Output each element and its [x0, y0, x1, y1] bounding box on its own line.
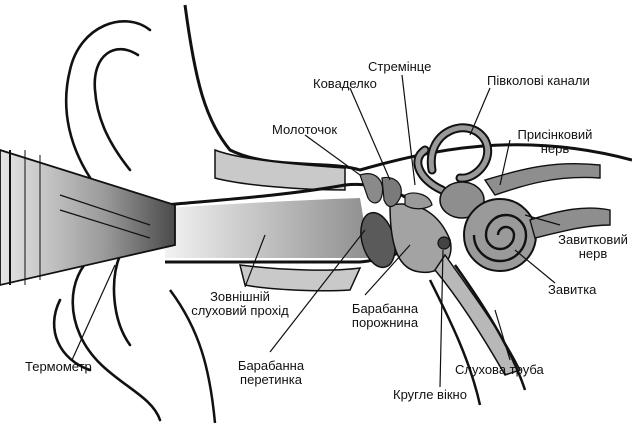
vestibular-nerve-shape — [485, 164, 600, 195]
temporal-bone-lower — [240, 265, 360, 291]
label-vestibular-nerve-line2: нерв — [507, 142, 603, 156]
incus — [382, 177, 401, 206]
label-tympanic-membrane-line1: Барабанна — [228, 359, 314, 373]
thermometer — [0, 150, 175, 285]
label-malleus: Молоточок — [272, 123, 337, 137]
label-tympanic-membrane: Барабанна перетинка — [228, 359, 314, 387]
label-external-canal-line2: слуховий прохід — [182, 304, 298, 318]
round-window-shape — [438, 237, 450, 249]
ear-canal-fill — [165, 198, 370, 258]
label-cochlear-nerve-line2: нерв — [555, 247, 631, 261]
label-eustachian-tube: Слухова труба — [455, 363, 544, 377]
temporal-bone-upper — [215, 150, 345, 190]
label-cochlea: Завитка — [548, 283, 596, 297]
label-tympanic-cavity: Барабанна порожнина — [342, 302, 428, 330]
label-tympanic-cavity-line2: порожнина — [342, 316, 428, 330]
label-external-auditory-canal: Зовнішній слуховий прохід — [182, 290, 298, 318]
label-incus: Коваделко — [313, 77, 377, 91]
label-cochlear-nerve-line1: Завитковий — [555, 233, 631, 247]
label-thermometer: Термометр — [25, 360, 92, 374]
label-external-canal-line1: Зовнішній — [182, 290, 298, 304]
label-cochlear-nerve: Завитковий нерв — [555, 233, 631, 261]
cochlea — [464, 199, 536, 271]
label-semicircular-canals: Півколові канали — [487, 74, 590, 88]
label-stapes: Стремінце — [368, 60, 431, 74]
label-vestibular-nerve-line1: Присінковий — [507, 128, 603, 142]
label-round-window: Кругле вікно — [393, 388, 467, 402]
label-vestibular-nerve: Присінковий нерв — [507, 128, 603, 156]
malleus — [360, 174, 383, 203]
label-tympanic-membrane-line2: перетинка — [228, 373, 314, 387]
label-tympanic-cavity-line1: Барабанна — [342, 302, 428, 316]
stapes — [405, 193, 432, 209]
